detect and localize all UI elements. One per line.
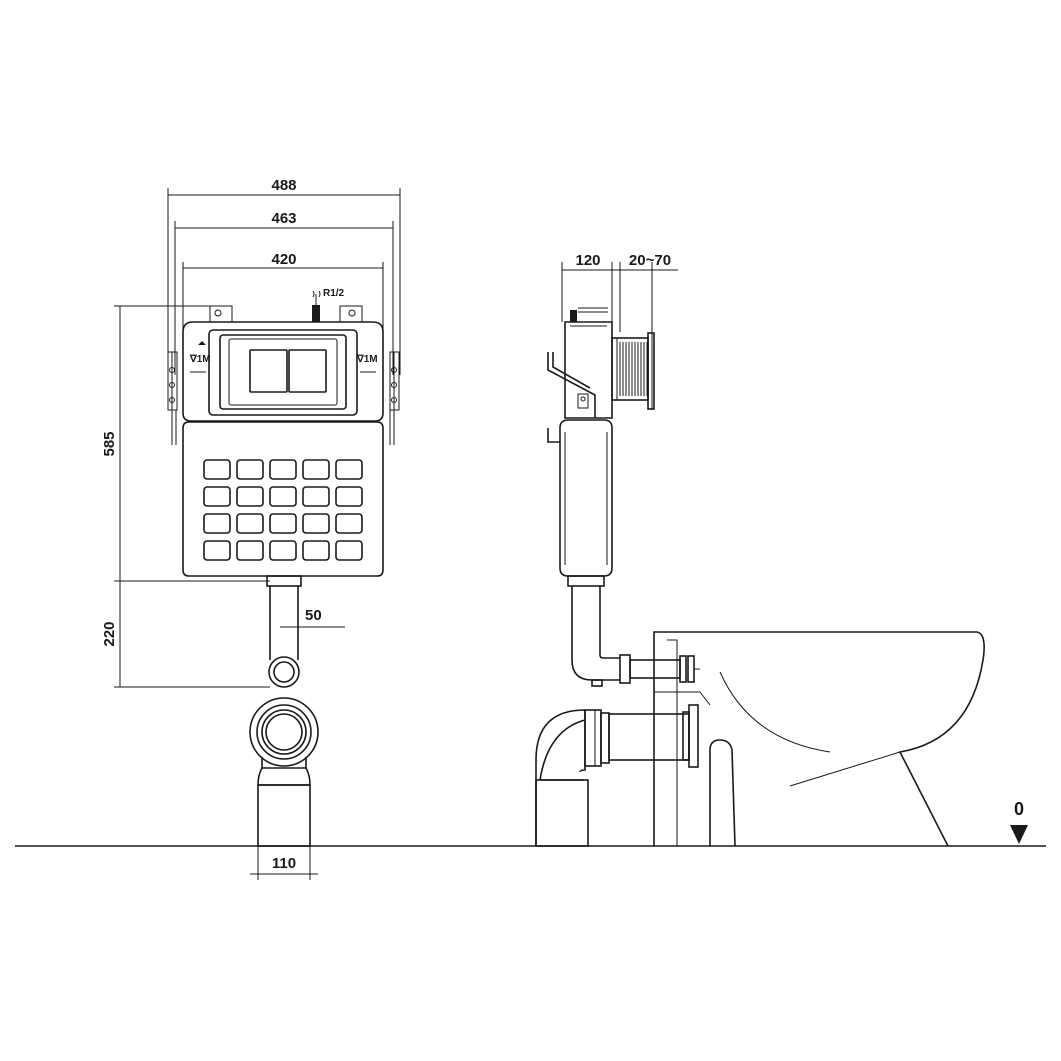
side-rail-right xyxy=(389,351,400,445)
tank-grid-cell xyxy=(203,540,231,561)
tank-grid-cell xyxy=(203,459,231,480)
tank-grid-cell xyxy=(302,459,330,480)
bracket-top-left xyxy=(209,305,233,322)
outlet-bend-front: 110 xyxy=(249,697,319,880)
tank-grid xyxy=(203,459,363,561)
dimension-label-50: 50 xyxy=(305,607,322,624)
tank-grid-cell xyxy=(269,459,297,480)
outlet-bend-side xyxy=(535,704,699,847)
drain-pipe: 50 xyxy=(266,575,345,688)
tank-grid-cell xyxy=(302,540,330,561)
level-mark-left: ∇1M xyxy=(189,341,211,373)
tank-grid-cell xyxy=(335,459,363,480)
side-cistern-upper xyxy=(564,321,613,419)
dimension-label-488: 488 xyxy=(271,177,296,194)
tank-grid-cell xyxy=(269,486,297,507)
dimension-label-20-70: 20~70 xyxy=(629,252,671,269)
tank-grid-cell xyxy=(335,486,363,507)
level-label-left: ∇1M xyxy=(189,354,211,365)
side-view: 120 20~70 xyxy=(535,252,1028,847)
tank-grid-cell xyxy=(203,486,231,507)
floor-level-mark: 0 xyxy=(1010,799,1028,844)
level-mark-icon xyxy=(198,341,206,345)
tank-grid-cell xyxy=(236,540,264,561)
level-mark-right: ∇1M xyxy=(356,354,378,373)
flush-button-left xyxy=(249,349,288,393)
cistern-tank xyxy=(182,421,384,577)
water-inlet-icon xyxy=(312,305,320,322)
flush-frame-outer xyxy=(208,329,358,416)
dimension-label-463: 463 xyxy=(271,210,296,227)
dimension-width-inner: 420 xyxy=(182,251,384,330)
level-label-right: ∇1M xyxy=(356,354,378,365)
side-rail-left xyxy=(167,351,178,445)
tank-grid-cell xyxy=(335,540,363,561)
dimension-label-120: 120 xyxy=(575,252,600,269)
dimension-label-585: 585 xyxy=(101,431,118,456)
flush-frame-inner xyxy=(219,334,347,410)
cistern-upper-housing xyxy=(182,321,384,422)
dimension-depth: 120 20~70 xyxy=(561,252,678,410)
dimension-width-mid: 463 xyxy=(174,210,394,375)
tank-grid-cell xyxy=(236,486,264,507)
water-inlet-label: R1/2 xyxy=(323,288,345,299)
floor-level-label: 0 xyxy=(1014,799,1024,819)
dimension-label-110: 110 xyxy=(272,855,296,872)
tank-grid-cell xyxy=(302,486,330,507)
tank-grid-cell xyxy=(302,513,330,534)
side-wall-bracket xyxy=(547,352,596,418)
tank-grid-cell xyxy=(203,513,231,534)
side-drain-pipe xyxy=(571,586,620,681)
wc-pan xyxy=(653,631,985,847)
dimension-label-420: 420 xyxy=(271,251,296,268)
flush-button-right xyxy=(288,349,327,393)
tank-grid-cell xyxy=(335,513,363,534)
tank-grid-cell xyxy=(236,459,264,480)
dimension-height-frame: 585 xyxy=(101,305,270,582)
bracket-top-right xyxy=(339,305,363,322)
triangle-down-icon xyxy=(1010,825,1028,844)
water-inlet: R1/2 xyxy=(312,288,345,322)
dimension-width-outer: 488 xyxy=(167,177,401,375)
tank-grid-cell xyxy=(269,513,297,534)
front-view: 488 463 420 585 220 xyxy=(101,177,401,880)
tank-grid-cell xyxy=(269,540,297,561)
threaded-spigot xyxy=(611,332,655,410)
dimension-height-pipe: 220 xyxy=(101,581,270,688)
dimension-label-220: 220 xyxy=(101,621,118,646)
tank-grid-cell xyxy=(236,513,264,534)
side-cistern-tank xyxy=(559,419,613,577)
